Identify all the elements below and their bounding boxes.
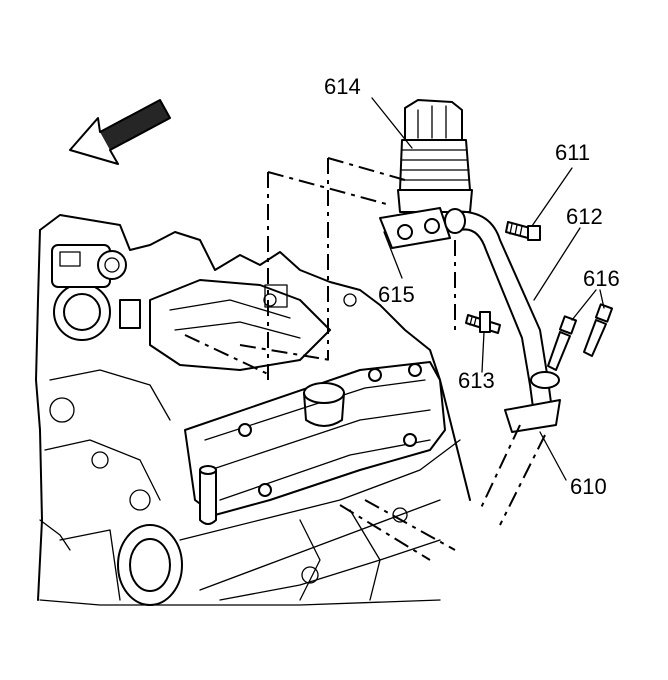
assembly-alignment-lines (184, 157, 546, 561)
throttle-body (51, 244, 141, 341)
callout-610: 610 (570, 474, 607, 499)
bolts-616 (547, 303, 614, 371)
leader-lines (371, 97, 605, 481)
bolt-611 (505, 221, 541, 241)
stud-613 (465, 311, 501, 334)
egr-pipe (444, 208, 561, 433)
engine-assembly (35, 214, 471, 606)
callout-611: 611 (555, 140, 590, 165)
callout-614: 614 (324, 74, 361, 99)
egr-valve (397, 99, 473, 213)
callout-616: 616 (583, 266, 620, 291)
egr-valve-adapter (379, 207, 451, 249)
forward-arrow-icon (69, 99, 171, 165)
callout-612: 612 (566, 204, 603, 229)
callout-613: 613 (458, 368, 495, 393)
callout-615: 615 (378, 282, 415, 307)
